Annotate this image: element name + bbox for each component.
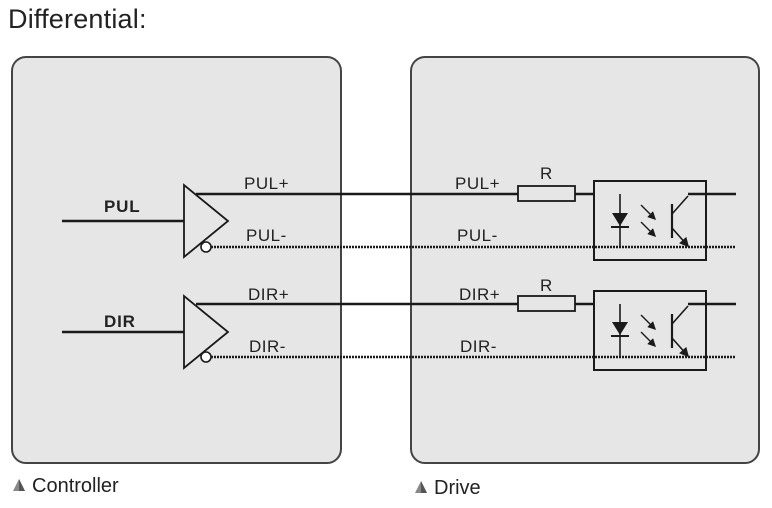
pul-plus-label-controller: PUL+ (244, 174, 289, 193)
dir-minus-label-drive: DIR- (460, 337, 497, 356)
pul-minus-label-drive: PUL- (457, 226, 498, 245)
pul-optocoupler-icon (593, 180, 736, 261)
dir-buffer-icon (183, 294, 230, 370)
triangle-icon (13, 479, 25, 491)
dir-resistor (517, 295, 576, 312)
dir-inverter-bubble (200, 351, 212, 363)
pul-resistor (517, 185, 576, 202)
drive-caption: Drive (414, 477, 481, 500)
controller-caption-text: Controller (32, 475, 119, 497)
pul-minus-label-controller: PUL- (246, 226, 287, 245)
pul-channel: PUL PUL+ PUL+ PUL- PUL- R (62, 164, 736, 261)
dir-optocoupler-icon (593, 290, 736, 371)
drive-box (410, 56, 760, 464)
dir-plus-label-controller: DIR+ (248, 285, 289, 304)
dir-plus-label-drive: DIR+ (459, 285, 500, 304)
dir-channel: DIR DIR+ DIR+ DIR- DIR- R (62, 276, 736, 371)
pul-inverter-bubble (200, 241, 212, 253)
triangle-icon (415, 481, 427, 493)
drive-caption-text: Drive (434, 477, 481, 499)
dir-resistor-label: R (540, 276, 553, 295)
dir-minus-label-controller: DIR- (249, 337, 286, 356)
pul-plus-label-drive: PUL+ (455, 174, 500, 193)
diagram-title: Differential: (8, 4, 147, 34)
controller-box (11, 56, 342, 464)
pul-resistor-label: R (540, 164, 553, 183)
dir-input-label: DIR (104, 312, 136, 331)
pul-buffer-icon (183, 183, 230, 259)
pul-input-label: PUL (104, 197, 140, 216)
controller-caption: Controller (12, 475, 119, 498)
